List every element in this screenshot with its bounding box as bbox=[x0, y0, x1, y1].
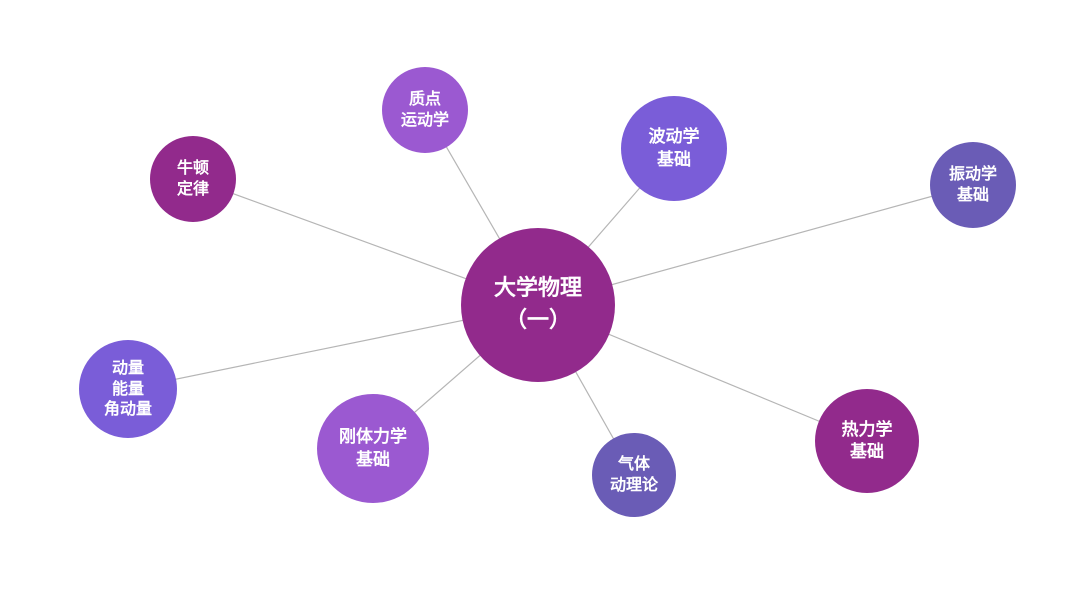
node-newton-laws: 牛顿 定律 bbox=[150, 136, 236, 222]
node-label: 振动学 bbox=[948, 164, 997, 184]
node-label: 基础 bbox=[956, 185, 989, 204]
node-thermodynamics: 热力学 基础 bbox=[815, 389, 919, 493]
node-label: 动理论 bbox=[609, 475, 658, 494]
node-vibration-basics: 振动学 基础 bbox=[930, 142, 1016, 228]
node-rigid-body: 刚体力学 基础 bbox=[317, 394, 429, 503]
node-label: 波动学 bbox=[648, 127, 700, 148]
node-momentum-energy: 动量 能量 角动量 bbox=[79, 340, 177, 438]
node-label: 质点 bbox=[408, 89, 441, 109]
node-kinetic-gas-theory: 气体 动理论 bbox=[592, 433, 676, 517]
node-label: 基础 bbox=[657, 149, 691, 170]
node-wave-basics: 波动学 基础 bbox=[621, 96, 727, 201]
node-label: 动量 bbox=[111, 357, 144, 377]
node-label: 基础 bbox=[850, 442, 884, 462]
node-label: 基础 bbox=[356, 449, 390, 470]
node-label: 牛顿 bbox=[176, 158, 209, 178]
node-label: 大学物理 bbox=[493, 276, 582, 302]
node-label: （一） bbox=[504, 308, 571, 333]
center-node-university-physics: 大学物理 （一） bbox=[461, 228, 615, 382]
node-label: 热力学 bbox=[841, 419, 893, 440]
node-label: 定律 bbox=[176, 179, 209, 198]
node-label: 气体 bbox=[617, 454, 650, 474]
node-label: 能量 bbox=[111, 378, 144, 398]
node-label: 角动量 bbox=[103, 399, 152, 419]
node-label: 刚体力学 bbox=[339, 427, 407, 448]
node-particle-kinematics: 质点 运动学 bbox=[382, 67, 468, 153]
node-label: 运动学 bbox=[400, 110, 449, 129]
